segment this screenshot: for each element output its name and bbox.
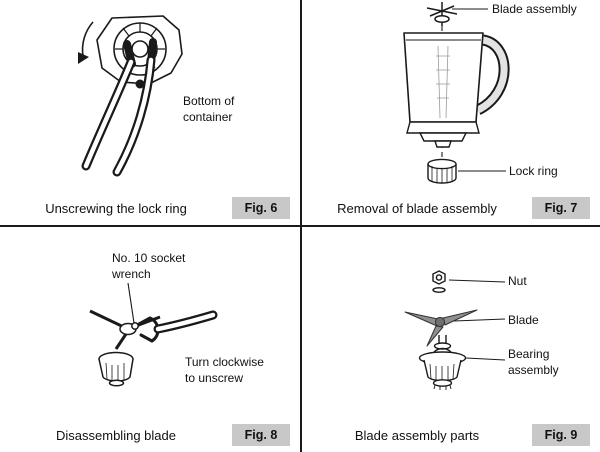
panel-fig9: Nut Blade Bearing assembly Blade assembl… [302, 227, 600, 452]
blade-icon [404, 309, 478, 347]
blade-assembly-icon [426, 2, 458, 26]
container-icon [403, 32, 510, 123]
figure-caption: Blade assembly parts [354, 427, 480, 443]
container-bottom-icon [96, 15, 183, 85]
divider-horizontal [0, 225, 600, 227]
figure-caption: Unscrewing the lock ring [45, 200, 187, 216]
figure-number-badge: Fig. 8 [232, 424, 290, 446]
fig8-illustration [89, 282, 218, 387]
figure-number-badge: Fig. 7 [532, 197, 590, 219]
caption-row-fig7: Removal of blade assembly Fig. 7 [302, 197, 600, 219]
figure-number-badge: Fig. 6 [232, 197, 290, 219]
fig6-illustration [78, 15, 183, 177]
leader-nut [448, 279, 506, 283]
callout-blade-assembly: Blade assembly [492, 2, 577, 16]
callout-nut: Nut [508, 274, 527, 288]
callout-blade: Blade [508, 313, 539, 327]
nut-icon [432, 270, 446, 293]
figure-number-badge: Fig. 9 [532, 424, 590, 446]
container-base-icon [406, 121, 480, 148]
callout-lock-ring: Lock ring [509, 164, 558, 178]
figure-caption: Removal of blade assembly [337, 200, 497, 216]
leader-blade [453, 318, 506, 322]
bearing-assembly-icon [418, 335, 467, 390]
fig7-illustration [403, 2, 510, 184]
panel-fig8: No. 10 socket wrench Turn clockwise to u… [0, 227, 300, 452]
caption-row-fig8: Disassembling blade Fig. 8 [0, 424, 300, 446]
callout-turn-clockwise: Turn clockwise to unscrew [185, 355, 264, 385]
leader-bearing-assembly [465, 357, 506, 361]
wrench-icon [137, 310, 218, 343]
lock-ring-icon [427, 158, 457, 184]
caption-row-fig9: Blade assembly parts Fig. 9 [302, 424, 600, 446]
panel-fig7: Blade assembly Lock ring Removal of blad… [302, 0, 600, 225]
callout-socket-wrench: No. 10 socket wrench [112, 251, 186, 281]
panel-fig6: Bottom of container Unscrewing the lock … [0, 0, 300, 225]
fig9-illustration [404, 270, 506, 390]
callout-bottom-of-container: Bottom of container [183, 94, 235, 124]
leader-socket-wrench [127, 282, 135, 324]
blade-assembly-icon [89, 309, 161, 387]
pliers-icon [81, 38, 157, 177]
rotation-arrow-icon [78, 21, 94, 64]
caption-row-fig6: Unscrewing the lock ring Fig. 6 [0, 197, 300, 219]
callout-bearing-assembly: Bearing assembly [508, 347, 559, 377]
figure-caption: Disassembling blade [56, 427, 176, 443]
